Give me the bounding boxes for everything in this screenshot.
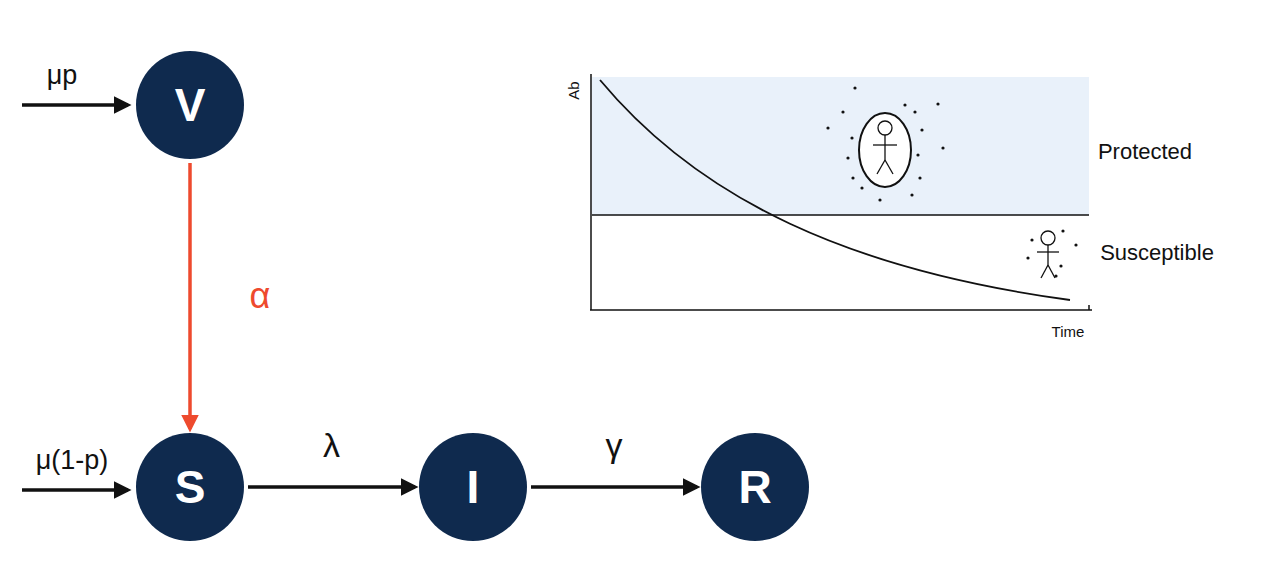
axis-label: Ab <box>564 81 581 99</box>
antibody-dots <box>826 86 944 201</box>
compartment-name: V <box>175 78 206 132</box>
compartment-circle: V <box>135 50 245 160</box>
rate-label: α <box>250 275 271 317</box>
antibody-curve <box>600 80 1070 300</box>
axis-label: Time <box>1052 323 1085 340</box>
protected-person <box>859 113 911 187</box>
y-axis <box>590 74 592 310</box>
flow-arrow <box>531 485 697 489</box>
inflow-rate: μp <box>47 60 78 91</box>
compartment-name: R <box>738 460 771 514</box>
inflow-arrow <box>22 103 128 107</box>
inflow-arrow <box>22 488 128 492</box>
inflow-rate: μ(1-p) <box>36 445 109 476</box>
flow-arrow <box>248 485 415 489</box>
rate-label: γ <box>606 426 623 465</box>
rate-label: λ <box>323 426 340 465</box>
zone-label: Susceptible <box>1100 240 1214 266</box>
compartment-name: S <box>175 460 206 514</box>
x-axis <box>590 309 1092 311</box>
compartment-circle: S <box>135 432 245 542</box>
axis-tick <box>1088 305 1090 310</box>
antibody-dots <box>1026 229 1077 277</box>
susceptible-person <box>1037 231 1059 278</box>
flow-arrow <box>188 163 192 429</box>
compartment-circle: R <box>700 432 810 542</box>
compartment-name: I <box>467 460 480 514</box>
threshold-line <box>592 214 1089 216</box>
compartment-circle: I <box>418 432 528 542</box>
zone-label: Protected <box>1098 139 1192 165</box>
